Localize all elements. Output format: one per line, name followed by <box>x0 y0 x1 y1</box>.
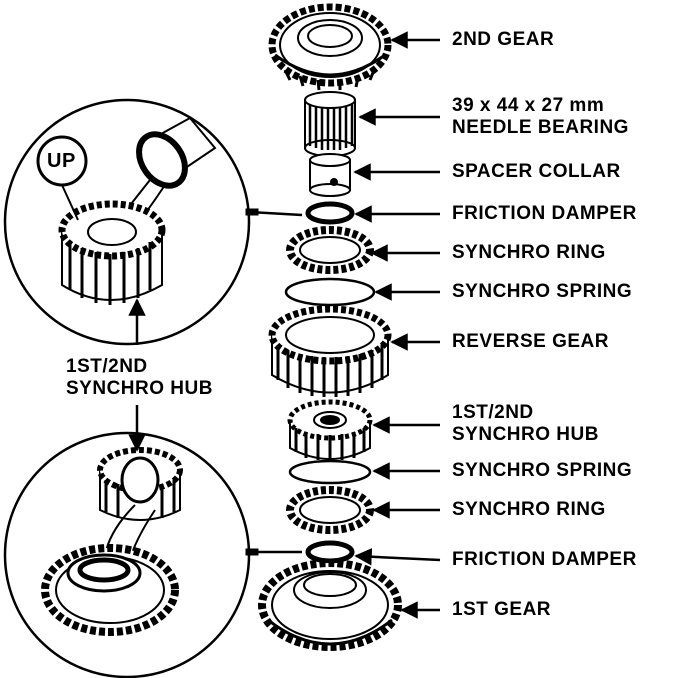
first-gear-label: 1ST GEAR <box>452 599 552 620</box>
synchro-hub-line1-text: 1ST/2ND <box>452 402 534 423</box>
first-gear-part <box>258 559 402 651</box>
lower-detail-circle <box>3 431 251 678</box>
upper-detail-circle <box>3 98 251 346</box>
synchro-hub-part <box>287 399 373 461</box>
needle-bearing-size-text: 39 x 44 x 27 mm <box>452 95 605 116</box>
reverse-gear-part <box>268 305 392 397</box>
second-gear-label: 2ND GEAR <box>452 29 555 50</box>
friction-damper-lower-label: FRICTION DAMPER <box>452 549 637 570</box>
up-mark-label: UP <box>47 150 76 172</box>
synchro-ring-lower-label: SYNCHRO RING <box>452 499 606 520</box>
synchro-spring-upper-label: SYNCHRO SPRING <box>452 281 633 302</box>
reverse-gear-label: REVERSE GEAR <box>452 331 609 352</box>
needle-bearing-label: 39 x 44 x 27 mm NEEDLE BEARING <box>452 95 629 139</box>
synchro-ring-upper-part <box>286 226 374 274</box>
callout-hub-line2-text: SYNCHRO HUB <box>66 378 213 399</box>
friction-damper-lower-part <box>305 540 355 564</box>
synchro-spring-lower-part <box>288 459 372 485</box>
synchro-ring-upper-label: SYNCHRO RING <box>452 242 606 263</box>
label-arrows <box>353 31 441 619</box>
callout-hub-line1-text: 1ST/2ND <box>66 356 148 377</box>
second-gear-part <box>268 3 392 91</box>
synchro-spring-lower-label: SYNCHRO SPRING <box>452 460 633 481</box>
friction-damper-upper-label: FRICTION DAMPER <box>452 203 637 224</box>
synchro-spring-upper-part <box>284 277 376 307</box>
synchro-hub-label: 1ST/2ND SYNCHRO HUB <box>452 402 599 446</box>
callout-synchro-hub-label: 1ST/2ND SYNCHRO HUB <box>66 356 213 400</box>
spacer-collar-part <box>309 153 351 197</box>
friction-damper-upper-part <box>305 201 355 225</box>
synchro-ring-lower-part <box>286 486 374 534</box>
spacer-collar-label: SPACER COLLAR <box>452 161 621 182</box>
detail-leader-lines <box>245 208 303 556</box>
needle-bearing-part <box>304 91 356 157</box>
synchro-hub-line2-text: SYNCHRO HUB <box>452 424 599 445</box>
needle-bearing-name-text: NEEDLE BEARING <box>452 117 629 138</box>
